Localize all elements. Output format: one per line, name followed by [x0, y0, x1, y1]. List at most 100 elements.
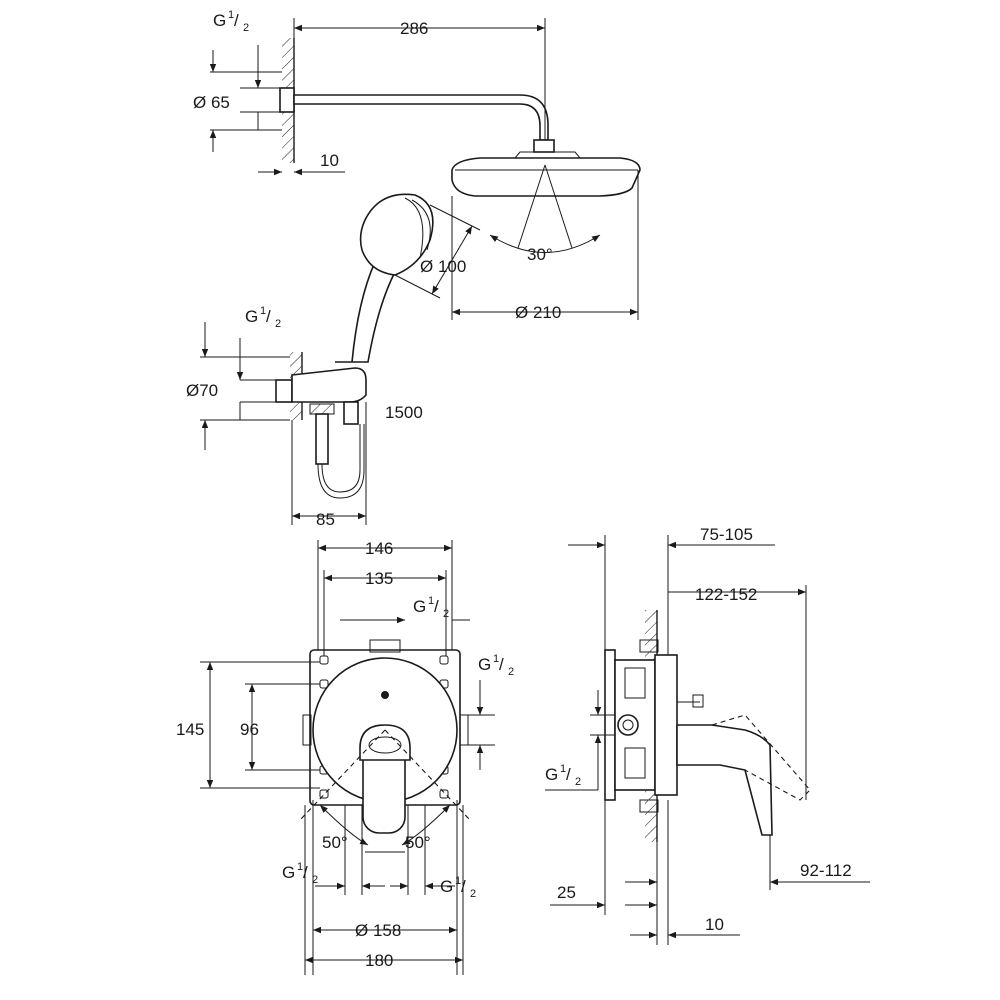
angle-line-left [299, 729, 386, 821]
thread-bl-num: 1 [297, 861, 303, 873]
thread-num-label: 1 [260, 305, 266, 317]
thread-num-label: 1 [228, 9, 234, 21]
outer-width-label: 146 [365, 539, 393, 558]
hose [321, 424, 361, 493]
plate-diameter-label: Ø 158 [355, 921, 401, 940]
screw-hole [319, 789, 329, 799]
side-thread-num: 1 [560, 763, 566, 775]
svg-text:/: / [234, 11, 239, 30]
thread-bl-den: 2 [312, 874, 318, 886]
side-thread-base: G [545, 765, 558, 784]
wall-outlet [275, 379, 293, 403]
top-port [369, 639, 401, 653]
hand-shower-face-2 [411, 199, 431, 251]
angle-arc-left [319, 804, 369, 846]
ext-line [429, 204, 481, 231]
svg-text:/: / [499, 655, 504, 674]
lever-hub [359, 724, 411, 761]
thread-top-num: 1 [428, 595, 434, 607]
side-port-left [302, 714, 312, 746]
angle-left-label: 50° [322, 833, 348, 852]
hose-end [315, 413, 329, 465]
shower-arm [293, 94, 549, 141]
hose-outer [317, 424, 365, 499]
lever-swing [711, 714, 811, 801]
knob [692, 694, 704, 708]
thread-br-den: 2 [470, 888, 476, 900]
hand-shower-face [404, 197, 424, 259]
port-circle-inner [622, 719, 634, 731]
inset-label: 25 [557, 883, 576, 902]
box-detail [624, 747, 646, 779]
plate-width-label: 180 [365, 951, 393, 970]
hand-shower-handle [335, 260, 397, 363]
hose-nut [309, 403, 335, 415]
projection-label: 85 [316, 510, 335, 529]
lever-cap [368, 736, 402, 754]
thread-den-label: 2 [243, 22, 249, 34]
thread-right-base: G [478, 655, 491, 674]
spray-line-left [517, 164, 546, 249]
shower-head-view: 30° 286 G 1 / 2 Ø 65 10 Ø 210 [193, 9, 641, 322]
holder-mount [343, 401, 359, 425]
thread-top-base: G [413, 597, 426, 616]
hand-diameter-dim [431, 225, 473, 295]
wall-gap-label: 10 [320, 151, 339, 170]
bottom-stub [639, 799, 659, 813]
plate-dot [381, 691, 389, 699]
screw-hole [439, 655, 449, 665]
angle-right-label: 50° [405, 833, 431, 852]
head-diameter-label: Ø 210 [515, 303, 561, 322]
holder-bracket [291, 367, 367, 403]
thread-bl-base: G [282, 863, 295, 882]
box-detail [624, 667, 646, 699]
mixer-front-view: 50° 50° 146 135 G 1 / 2 G 1 / 2 145 [176, 539, 514, 975]
hose-length-label: 1500 [385, 403, 423, 422]
inner-height-label: 96 [240, 720, 259, 739]
port-circle [617, 714, 639, 736]
side-port-right [459, 714, 469, 746]
thread-base-label: G [245, 307, 258, 326]
hand-shower-view: Ø 100 G 1 / 2 Ø70 1500 85 [186, 193, 481, 529]
svg-text:/: / [434, 597, 439, 616]
spray-line-right [544, 164, 573, 249]
svg-text:/: / [266, 307, 271, 326]
flange [279, 87, 295, 113]
depth-2-label: 122-152 [695, 585, 757, 604]
height-label: 145 [176, 720, 204, 739]
inner-width-label: 135 [365, 569, 393, 588]
arm-length-label: 286 [400, 19, 428, 38]
flange-diameter-label: Ø 65 [193, 93, 230, 112]
thread-right-den: 2 [508, 666, 514, 678]
screw-hole [439, 789, 449, 799]
lever-depth-label: 92-112 [800, 861, 852, 880]
thread-den-label: 2 [275, 318, 281, 330]
depth-1-label: 75-105 [700, 525, 753, 544]
hand-shower-head [359, 193, 434, 276]
angle-line-right [384, 729, 471, 821]
svg-text:/: / [566, 765, 571, 784]
wall-gap-label: 10 [705, 915, 724, 934]
thread-right-num: 1 [493, 653, 499, 665]
arm-connector [533, 139, 555, 153]
thread-top-den: 2 [443, 608, 449, 620]
top-stub [639, 639, 659, 653]
ext-line [394, 274, 441, 299]
spray-angle-label: 30° [527, 245, 553, 264]
angle-arc-right [401, 804, 451, 846]
head-collar [513, 151, 582, 159]
shower-head [451, 157, 641, 197]
side-lever [676, 724, 773, 836]
thread-base-label: G [213, 11, 226, 30]
mixer-side-view: 75-105 122-152 G 1 / 2 92-112 25 10 [545, 525, 870, 945]
spray-angle-arc [489, 234, 601, 253]
hand-diameter-label: Ø 100 [420, 257, 466, 276]
thread-br-num: 1 [455, 875, 461, 887]
box-back [604, 649, 616, 801]
outlet-diameter-label: Ø70 [186, 381, 218, 400]
box-front [654, 654, 678, 796]
side-thread-den: 2 [575, 776, 581, 788]
thread-br-base: G [440, 877, 453, 896]
